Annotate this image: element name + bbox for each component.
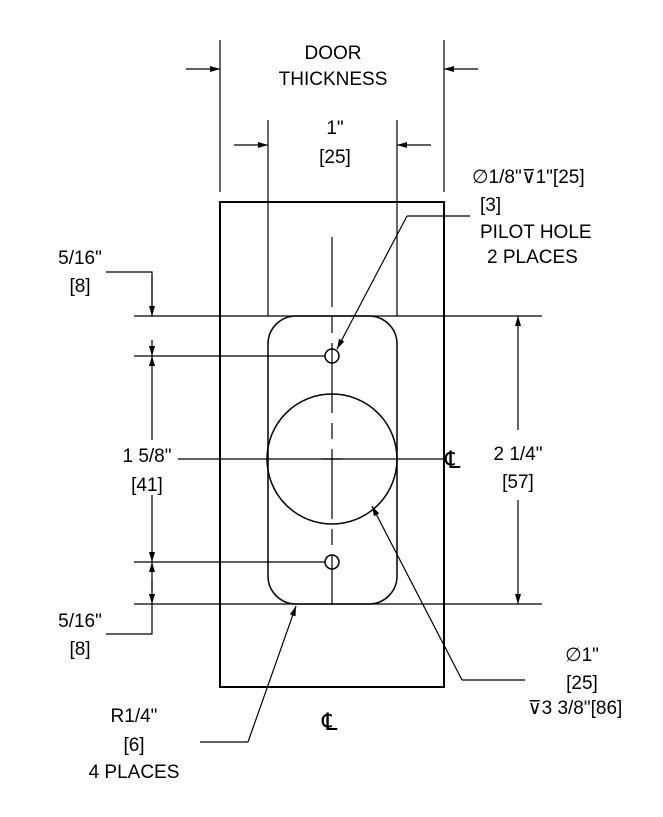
label-radius: R1/4" xyxy=(111,706,158,727)
label-radius-mm: [6] xyxy=(123,735,144,756)
radius-leader-arrow xyxy=(247,605,297,743)
label-hole-spacing-mm: [41] xyxy=(131,475,163,496)
label-bottom-offset-mm: [8] xyxy=(69,639,90,660)
label-door: DOOR xyxy=(305,43,362,64)
label-bore-depth: ⊽3 3/8"[86] xyxy=(528,698,623,719)
bore-leader-arrow xyxy=(371,505,463,681)
label-bore-dia: ∅1" xyxy=(565,645,599,666)
label-hole-spacing: 1 5/8" xyxy=(122,446,171,467)
label-pilot-spec: ∅1/8"⊽1"[25] xyxy=(472,167,585,188)
label-top-offset: 5/16" xyxy=(58,248,102,269)
label-bottom-offset: 5/16" xyxy=(58,611,102,632)
centerline-symbol-bottom: ℄ xyxy=(321,709,338,736)
label-radius-places: 4 PLACES xyxy=(89,762,180,783)
label-top-offset-mm: [8] xyxy=(69,276,90,297)
door-edge-outline xyxy=(219,201,445,688)
pilot-hole-leader-arrow xyxy=(336,215,408,350)
label-thickness: THICKNESS xyxy=(279,69,388,90)
label-pilot-places: 2 PLACES xyxy=(487,247,578,268)
label-one-inch: 1" xyxy=(326,118,343,139)
label-bore-dia-mm: [25] xyxy=(566,673,598,694)
label-pilot-mm: [3] xyxy=(480,195,501,216)
centerline-symbol-right: ℄ xyxy=(444,447,461,474)
label-pilot-hole: PILOT HOLE xyxy=(480,222,592,243)
bottom-offset-leader xyxy=(106,604,153,635)
label-height: 2 1/4" xyxy=(493,444,542,465)
label-height-mm: [57] xyxy=(502,472,534,493)
top-offset-leader xyxy=(106,271,153,290)
label-one-inch-mm: [25] xyxy=(319,147,351,168)
